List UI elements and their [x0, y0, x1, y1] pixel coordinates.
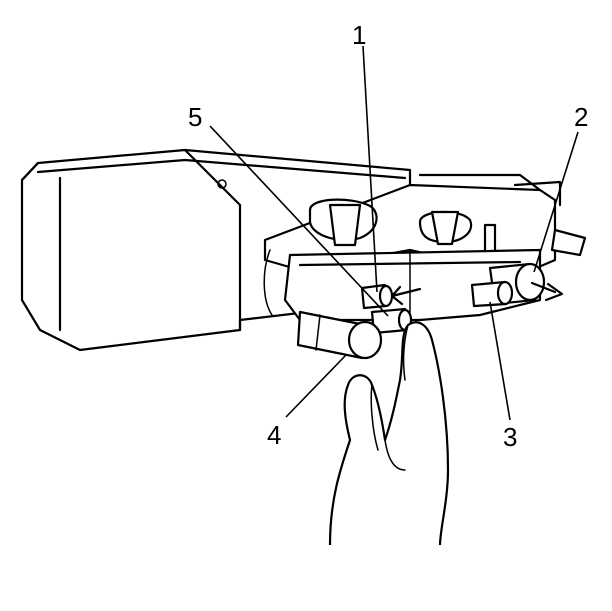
callout-3: 3 [503, 422, 517, 452]
callout-5: 5 [188, 102, 202, 132]
leader-3 [489, 301, 511, 421]
callout-1: 1 [352, 20, 366, 50]
port-4 [296, 310, 383, 360]
leader-2 [533, 131, 579, 273]
port-1 [360, 283, 422, 310]
port-3 [470, 280, 514, 308]
leader-1 [362, 45, 378, 293]
callout-2: 2 [574, 102, 588, 132]
leader-5 [209, 125, 389, 317]
leader-4 [285, 354, 347, 418]
hand-illustration [328, 321, 450, 546]
callout-4: 4 [267, 420, 281, 450]
